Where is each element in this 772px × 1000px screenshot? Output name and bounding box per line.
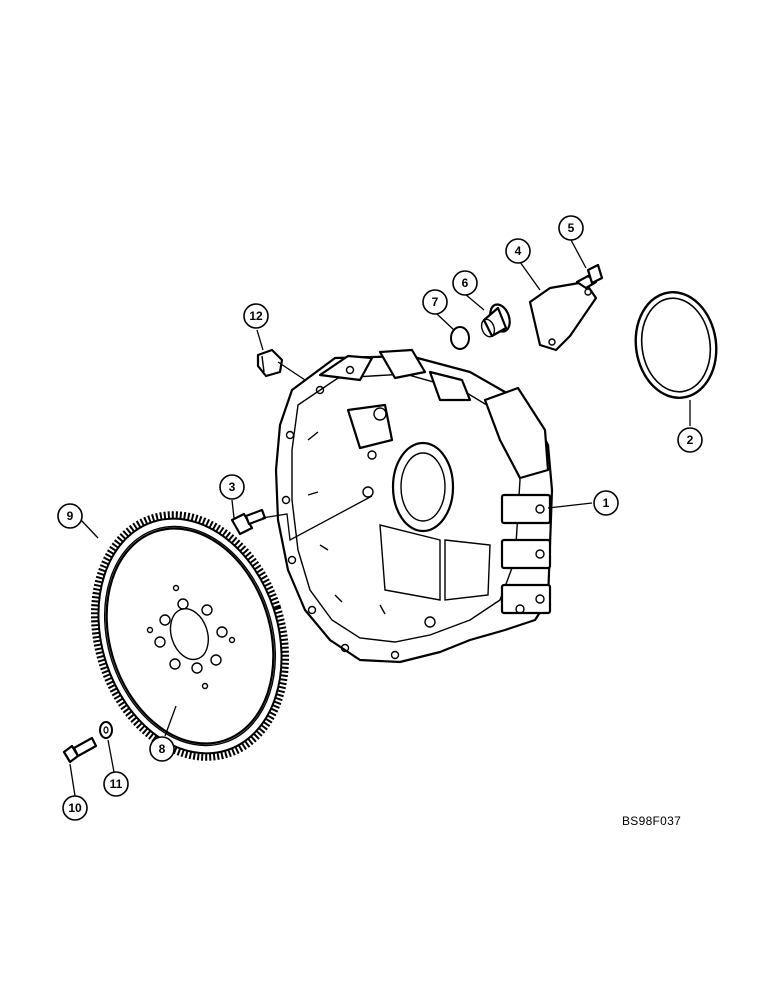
callout-9: 9 [57,503,83,529]
ring-gear [90,511,290,761]
callout-7: 7 [422,289,448,315]
flywheel [105,527,275,745]
flywheel-housing [274,348,554,664]
callout-6: 6 [452,270,478,296]
plug-small [256,348,284,378]
callout-8: 8 [149,736,175,762]
washer [99,721,113,739]
callout-label: 2 [687,433,694,447]
callout-label: 8 [159,742,166,756]
callout-label: 7 [432,295,439,309]
cap-screw [575,263,604,290]
callout-label: 5 [568,221,575,235]
callout-2: 2 [677,427,703,453]
leader-lines [69,239,691,797]
callout-label: 11 [110,777,123,791]
o-ring-seal [634,291,718,399]
callout-label: 3 [229,480,236,494]
plug [480,303,511,338]
callout-5: 5 [558,215,584,241]
callout-label: 6 [462,276,469,290]
callout-label: 9 [67,509,74,523]
callout-10: 10 [62,795,88,821]
cover-plate [528,280,598,352]
callout-label: 4 [515,244,522,258]
callout-12: 12 [243,303,269,329]
callout-4: 4 [505,238,531,264]
callout-1: 1 [593,490,619,516]
figure-reference-code: BS98F037 [622,814,682,828]
flywheel-bolt [62,736,98,764]
callout-label: 12 [249,309,263,323]
callout-label: 1 [603,496,610,510]
callout-3: 3 [219,474,245,500]
housing-bolt [230,508,267,536]
seal-ring [450,326,470,350]
callout-label: 10 [68,801,82,815]
callout-11: 11 [103,771,129,797]
